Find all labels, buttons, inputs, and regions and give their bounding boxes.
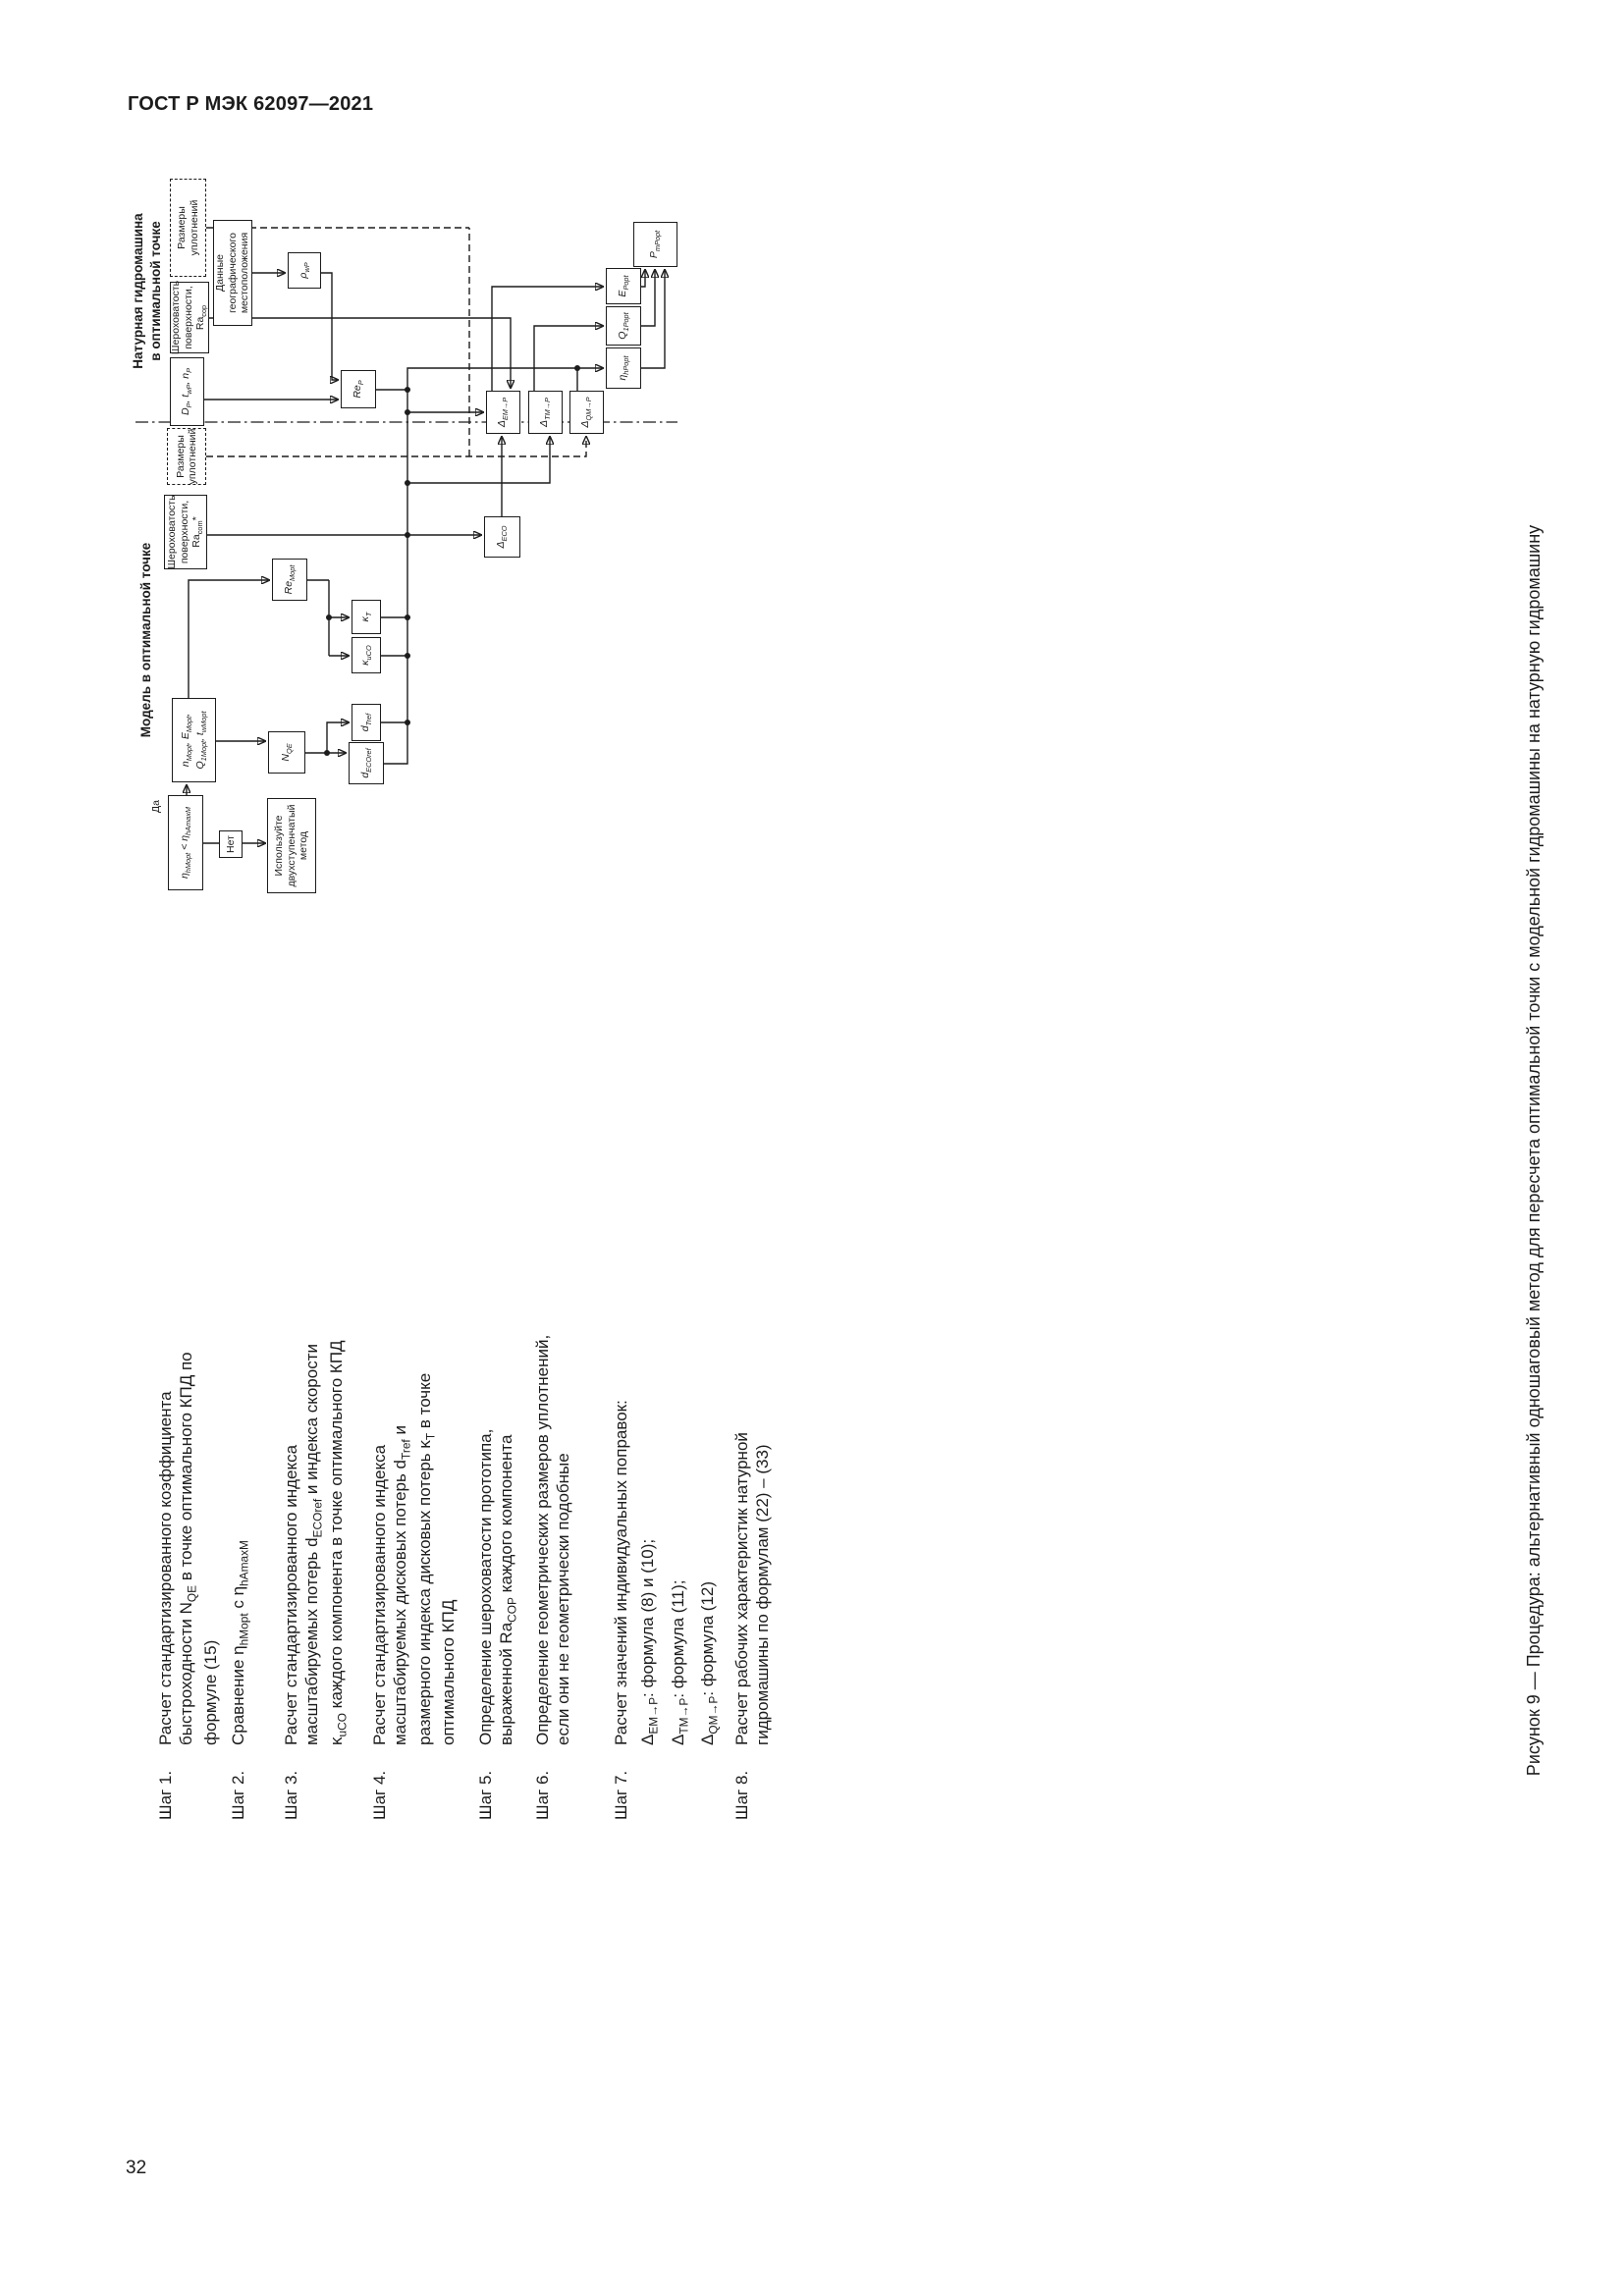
solid-connectors (187, 271, 665, 843)
step-formula-line: ΔEM→P: формула (8) и (10); (638, 1538, 661, 1745)
box-label: dTref (358, 713, 373, 732)
step-text: Определение геометрических размеров упло… (532, 1333, 574, 1745)
box-label: Q1Popt (616, 312, 630, 340)
step-4: Шаг 4. Расчет стандартизированного индек… (369, 1333, 460, 1820)
box-d-ecoref: dECOref (349, 742, 384, 784)
step-text-content: Определение шероховатости прототипа, выр… (476, 1428, 519, 1745)
step-label: Шаг 7. (612, 1770, 630, 1820)
box-label: Нет (224, 835, 237, 853)
box-label: EPopt (616, 275, 630, 297)
box-kappa-t: κT (352, 600, 381, 634)
box-seal-dimensions-model: Размеры уплотнений (167, 428, 206, 485)
box-eta-h-popt: ηhPopt (606, 347, 641, 389)
step-label: Шаг 6. (533, 1770, 552, 1820)
step-text-content: Расчет стандартизированного индекса масш… (282, 1340, 350, 1745)
box-seal-dimensions-prototype: Размеры уплотнений (170, 179, 206, 277)
step-text: Расчет стандартизированного индекса масш… (281, 1333, 350, 1745)
step-8: Шаг 8. Расчет рабочих характеристик нату… (731, 1333, 774, 1820)
step-text-content: Расчет рабочих характеристик натурной ги… (732, 1432, 773, 1745)
box-label: Используйте двухступенчатый метод (273, 804, 310, 887)
box-label: Размеры уплотнений (174, 428, 198, 485)
step-label: Шаг 8. (732, 1770, 751, 1820)
box-label: DP, twP, nP (180, 367, 194, 416)
step-text: Расчет стандартизированного коэффициента… (155, 1333, 221, 1745)
box-label: ηhPopt (616, 355, 630, 381)
step-text-content: Расчет значений индивидуальных поправок: (612, 1400, 630, 1745)
box-re-model: ReMopt (272, 559, 307, 601)
box-two-step-method: Используйте двухступенчатый метод (267, 798, 316, 893)
no-label-box: Нет (219, 830, 243, 858)
step-label: Шаг 3. (282, 1770, 300, 1820)
yes-label: Да (150, 800, 162, 813)
step-text: Определение шероховатости прототипа, выр… (475, 1333, 520, 1745)
box-label: ΔTM→P (538, 398, 553, 427)
box-kappa-uco: κuCO (352, 637, 381, 673)
box-label: PmPopt (648, 230, 663, 259)
step-formula-line: ΔTM→P: формула (11); (668, 1579, 691, 1746)
flowchart-connectors (135, 227, 677, 2142)
box-label: ΔECO (495, 525, 510, 549)
box-label: dECOref (358, 748, 373, 778)
box-delta-em-p: ΔEM→P (486, 391, 520, 434)
box-model-data: nMopt, EMopt, Q1Mopt, twMopt (172, 698, 216, 782)
box-geographic-data: Данные географического местоположения (213, 220, 252, 326)
junction-dots (324, 365, 580, 756)
step-label: Шаг 1. (156, 1770, 175, 1820)
box-label: κT (358, 612, 373, 622)
figure-rotated-canvas: Модель в оптимальной точке Натурная гидр… (128, 159, 1591, 2142)
step-text: Расчет рабочих характеристик натурной ги… (731, 1333, 774, 1745)
box-label: ρwP (297, 262, 311, 279)
box-label: nMopt, EMopt, Q1Mopt, twMopt (179, 711, 208, 770)
step-label: Шаг 5. (476, 1770, 495, 1820)
step-text: Расчет значений индивидуальных поправок:… (611, 1333, 722, 1745)
box-label: Шероховатость поверхности, Racop (170, 280, 209, 355)
box-rho-wp: ρwP (288, 252, 321, 289)
step-label: Шаг 2. (229, 1770, 247, 1820)
box-label: Размеры уплотнений (176, 199, 200, 256)
box-label: NQE (279, 743, 294, 762)
document-header: ГОСТ Р МЭК 62097—2021 (128, 93, 374, 115)
box-delta-qm-p: ΔQM→P (569, 391, 604, 434)
step-2: Шаг 2. Сравнение ηhMopt с ηhAmaxM (228, 1333, 251, 1820)
box-d-tref: dTref (352, 704, 381, 741)
step-text-content: Сравнение ηhMopt с ηhAmaxM (229, 1540, 251, 1745)
prototype-header-line2: в оптимальной точке (147, 221, 163, 361)
box-label: Данные географического местоположения (214, 232, 251, 314)
box-delta-eco: ΔECO (484, 516, 520, 558)
box-delta-tm-p: ΔTM→P (528, 391, 563, 434)
step-1: Шаг 1. Расчет стандартизированного коэфф… (155, 1333, 221, 1820)
box-label: ReP (351, 380, 365, 399)
step-text: Расчет стандартизированного индекса масш… (369, 1333, 460, 1745)
model-column-header: Модель в оптимальной точке (138, 542, 153, 738)
box-nqe: NQE (268, 731, 305, 774)
step-text-content: Расчет стандартизированного коэффициента… (156, 1352, 220, 1745)
step-text: Сравнение ηhMopt с ηhAmaxM (228, 1333, 251, 1745)
box-label: ΔEM→P (496, 397, 511, 428)
box-re-prototype: ReP (341, 370, 376, 408)
box-label: ReMopt (282, 564, 297, 595)
page-number: 32 (126, 2158, 147, 2178)
box-efficiency-comparison: ηhMopt < ηhAmaxM (168, 795, 203, 890)
box-roughness-model: Шероховатость поверхности, Racom* (164, 495, 207, 569)
step-text-content: Расчет стандартизированного индекса масш… (370, 1372, 459, 1745)
box-pm-popt: PmPopt (633, 222, 677, 267)
step-7: Шаг 7. Расчет значений индивидуальных по… (611, 1333, 722, 1820)
step-6: Шаг 6. Определение геометрических размер… (532, 1333, 574, 1820)
box-q1-popt: Q1Popt (606, 306, 641, 346)
box-prototype-data: DP, twP, nP (170, 357, 204, 426)
box-label: κuCO (358, 645, 373, 666)
step-formula-line: ΔQM→P: формула (12) (698, 1580, 721, 1745)
step-text-content: Определение геометрических размеров упло… (533, 1334, 573, 1745)
step-3: Шаг 3. Расчет стандартизированного индек… (281, 1333, 350, 1820)
box-label: ηhMopt < ηhAmaxM (178, 806, 192, 880)
box-e-popt: EPopt (606, 268, 641, 304)
box-label: ΔQM→P (579, 397, 594, 428)
box-roughness-prototype: Шероховатость поверхности, Racop (170, 280, 209, 355)
box-label: Шероховатость поверхности, Racom* (166, 495, 205, 569)
step-label: Шаг 4. (370, 1770, 389, 1820)
step-5: Шаг 5. Определение шероховатости прототи… (475, 1333, 520, 1820)
figure-caption: Рисунок 9 — Процедура: альтернативный од… (1524, 524, 1543, 1777)
prototype-header-line1: Натурная гидромашина (131, 213, 145, 369)
prototype-column-header: Натурная гидромашина в оптимальной точке (130, 176, 164, 406)
